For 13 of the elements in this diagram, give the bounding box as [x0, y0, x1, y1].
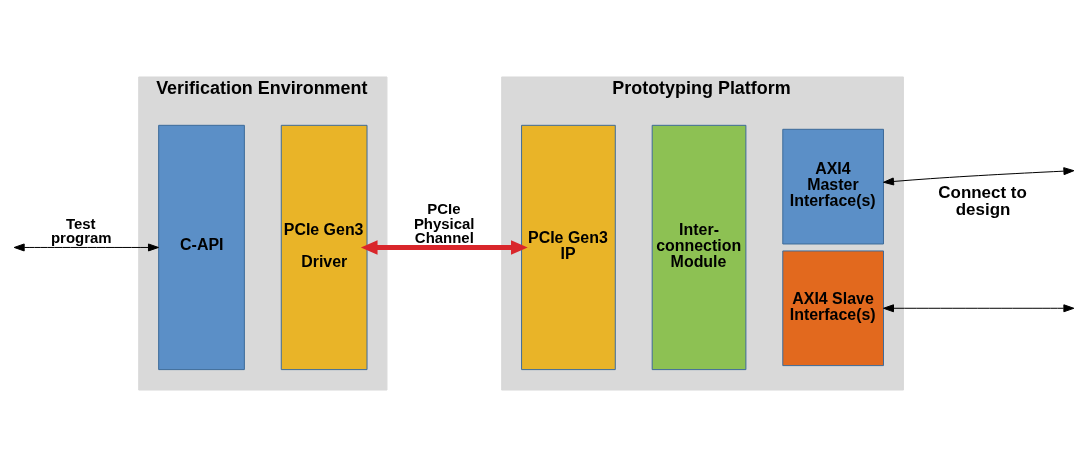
node-box: AXI4 Slave Interface(s)	[782, 249, 884, 366]
edge-label: Test program	[50, 214, 112, 246]
node-box: AXI4 Master Interface(s)	[782, 128, 884, 244]
node-box: Inter- connection Module	[651, 124, 747, 370]
arrow	[360, 239, 528, 255]
node-box: PCIe Gen3 Driver	[280, 124, 368, 370]
edge-label: PCIe Physical Channel	[413, 199, 475, 246]
label: Connect to design	[938, 182, 1027, 219]
node-box: PCIe Gen3 IP	[521, 124, 616, 370]
arrow	[883, 303, 1075, 312]
node-box: C-API	[158, 124, 245, 370]
arrow	[13, 242, 159, 251]
arrow	[883, 166, 1075, 185]
